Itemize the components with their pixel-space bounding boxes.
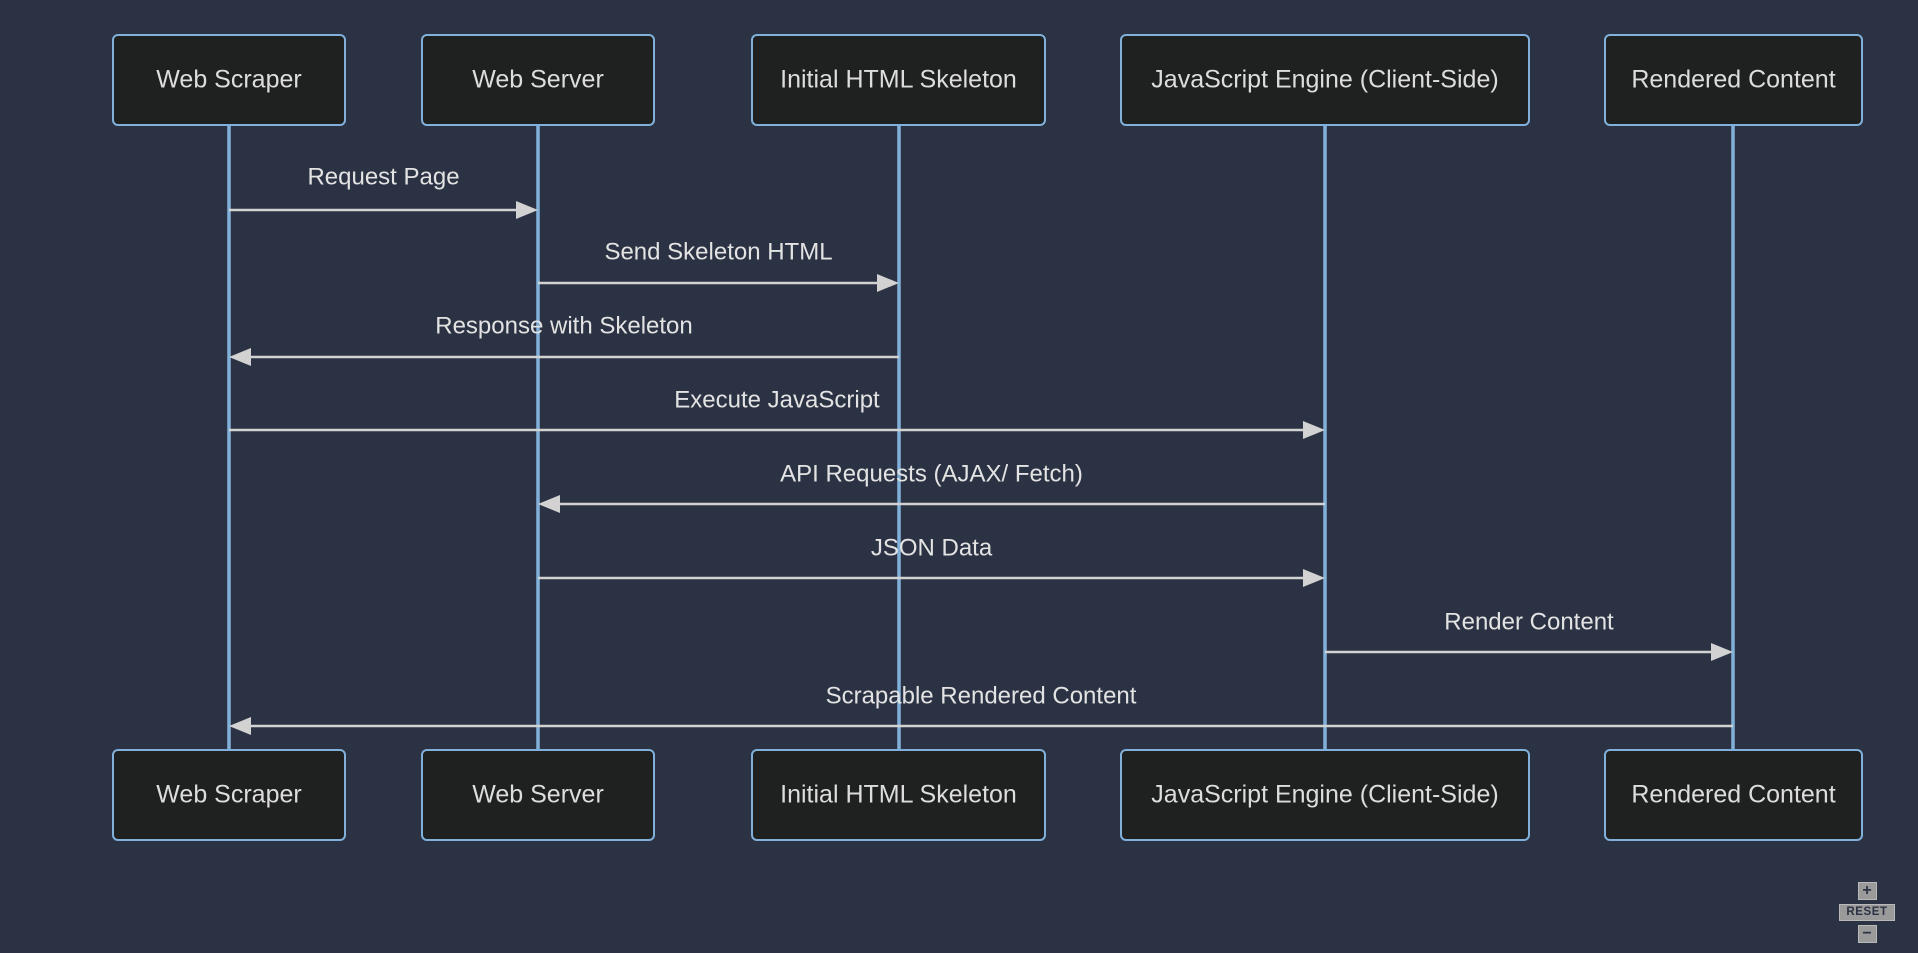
message-arrowhead (1303, 421, 1325, 439)
message-6: JSON Data (538, 534, 1325, 587)
message-label: Response with Skeleton (435, 312, 692, 339)
message-arrowhead (516, 201, 538, 219)
message-2: Send Skeleton HTML (538, 238, 899, 292)
participant-label: Web Server (472, 781, 604, 809)
participant-box-rect (421, 749, 655, 841)
message-label: Send Skeleton HTML (604, 238, 832, 265)
message-arrowhead (229, 717, 251, 735)
participant-label: Initial HTML Skeleton (780, 781, 1017, 809)
participant-label: Rendered Content (1631, 66, 1835, 94)
message-arrowhead (229, 348, 251, 366)
participant-top-skeleton[interactable]: Initial HTML Skeleton (751, 34, 1046, 126)
participant-top-server[interactable]: Web Server (421, 34, 655, 126)
zoom-controls: + RESET − (1824, 882, 1910, 943)
message-label: Scrapable Rendered Content (826, 682, 1137, 709)
participant-label: Web Server (472, 66, 604, 94)
message-label: Request Page (307, 163, 459, 190)
participant-box-rect (421, 34, 655, 126)
message-arrowhead (877, 274, 899, 292)
message-label: Execute JavaScript (674, 386, 880, 413)
participant-box-rect (112, 749, 346, 841)
message-3: Response with Skeleton (229, 312, 899, 366)
participant-bottom-jsengine[interactable]: JavaScript Engine (Client-Side) (1120, 749, 1530, 841)
participant-label: Web Scraper (156, 781, 301, 809)
message-label: Render Content (1444, 608, 1614, 635)
message-label: JSON Data (871, 534, 993, 561)
participant-bottom-scraper[interactable]: Web Scraper (112, 749, 346, 841)
participant-box-rect (1604, 34, 1863, 126)
participant-label: Rendered Content (1631, 781, 1835, 809)
participant-box-rect (751, 749, 1046, 841)
message-label: API Requests (AJAX/ Fetch) (780, 460, 1083, 487)
message-7: Render Content (1325, 608, 1733, 661)
participant-top-jsengine[interactable]: JavaScript Engine (Client-Side) (1120, 34, 1530, 126)
participant-bottom-rendered[interactable]: Rendered Content (1604, 749, 1863, 841)
participant-top-rendered[interactable]: Rendered Content (1604, 34, 1863, 126)
participant-box-rect (1120, 749, 1530, 841)
participant-top-scraper[interactable]: Web Scraper (112, 34, 346, 126)
participant-box-rect (751, 34, 1046, 126)
message-1: Request Page (229, 163, 538, 219)
message-8: Scrapable Rendered Content (229, 682, 1733, 735)
participant-label: Web Scraper (156, 66, 301, 94)
zoom-in-button[interactable]: + (1857, 882, 1877, 900)
participant-label: Initial HTML Skeleton (780, 66, 1017, 94)
participant-box-rect (112, 34, 346, 126)
participant-bottom-server[interactable]: Web Server (421, 749, 655, 841)
message-arrowhead (538, 495, 560, 513)
participant-box-rect (1604, 749, 1863, 841)
participant-label: JavaScript Engine (Client-Side) (1151, 66, 1498, 94)
message-arrowhead (1303, 569, 1325, 587)
message-arrowhead (1711, 643, 1733, 661)
zoom-reset-button[interactable]: RESET (1839, 904, 1895, 921)
participant-box-rect (1120, 34, 1530, 126)
participant-bottom-skeleton[interactable]: Initial HTML Skeleton (751, 749, 1046, 841)
zoom-out-button[interactable]: − (1857, 925, 1877, 943)
message-4: Execute JavaScript (229, 386, 1325, 439)
message-5: API Requests (AJAX/ Fetch) (538, 460, 1325, 513)
participant-label: JavaScript Engine (Client-Side) (1151, 781, 1498, 809)
